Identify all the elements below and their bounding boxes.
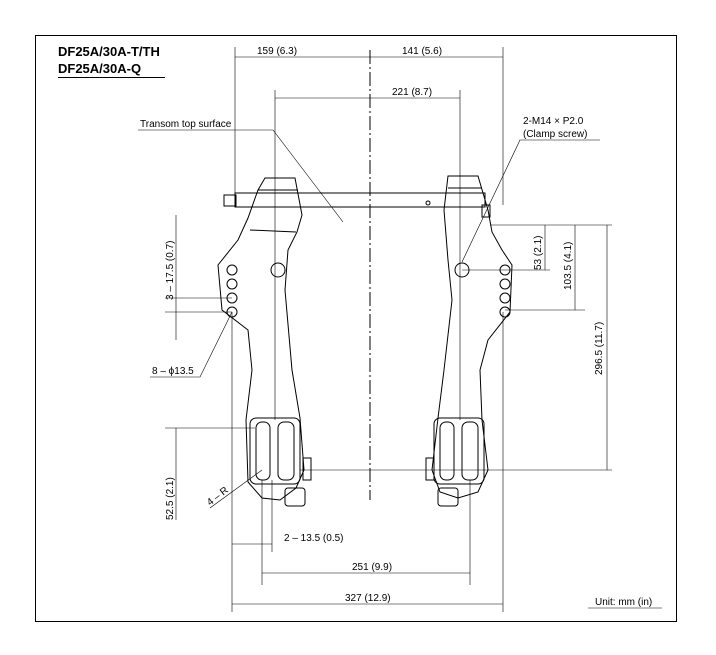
clamp-screw-label-2: (Clamp screw) bbox=[523, 129, 587, 140]
slot-width-label: 2 – 13.5 (0.5) bbox=[284, 533, 343, 544]
dim-296: 296.5 (11.7) bbox=[594, 322, 605, 375]
left-bracket bbox=[217, 177, 305, 501]
dim-17: 3 – 17.5 (0.7) bbox=[165, 241, 176, 300]
hole-count-label: 8 – ϕ13.5 bbox=[152, 366, 194, 377]
dim-327: 327 (12.9) bbox=[345, 593, 391, 604]
dim-52: 52.5 (2.1) bbox=[165, 477, 176, 520]
radius-label: 4 – R bbox=[205, 485, 231, 508]
dim-103: 103.5 (4.1) bbox=[563, 242, 574, 290]
title-underline bbox=[58, 77, 165, 78]
dim-159: 159 (6.3) bbox=[257, 46, 297, 57]
model-title-1: DF25A/30A-T/TH bbox=[58, 44, 160, 59]
clamp-screw-label-1: 2-M14 × P2.0 bbox=[523, 116, 584, 127]
dim-251: 251 (9.9) bbox=[352, 562, 392, 573]
drawing-frame bbox=[35, 35, 677, 622]
transom-label: Transom top surface bbox=[140, 119, 232, 130]
right-bracket bbox=[431, 175, 513, 499]
dim-141: 141 (5.6) bbox=[402, 46, 442, 57]
dim-53: 53 (2.1) bbox=[533, 236, 544, 270]
transom-rod bbox=[234, 192, 486, 208]
dim-221: 221 (8.7) bbox=[392, 87, 432, 98]
model-title-2: DF25A/30A-Q bbox=[58, 61, 142, 76]
unit-label: Unit: mm (in) bbox=[595, 597, 652, 608]
